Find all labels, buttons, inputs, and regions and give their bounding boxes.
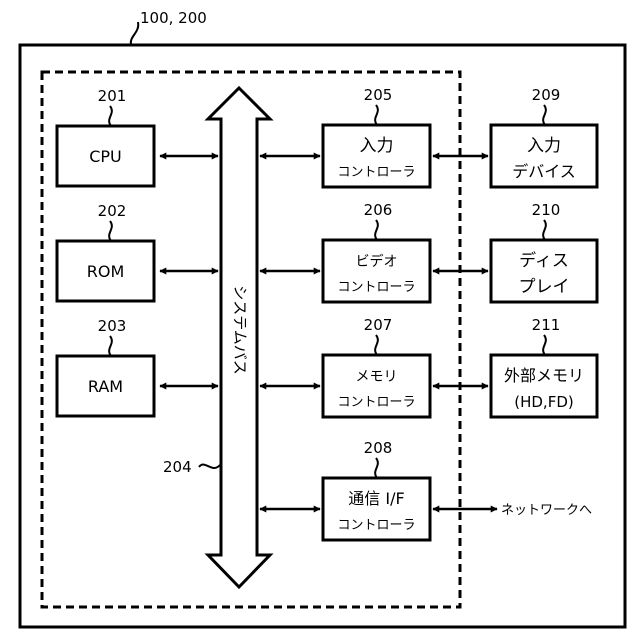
comm-if-controller-line1: 通信 I/F xyxy=(348,489,404,508)
external-memory-ref-leader xyxy=(543,335,546,355)
comm-if-controller: 通信 I/F コントローラ 208 xyxy=(323,439,430,540)
external-memory-line2: (HD,FD) xyxy=(514,393,573,411)
video-controller-line2: コントローラ xyxy=(337,280,415,295)
comm-if-controller-ref-label: 208 xyxy=(364,439,393,457)
memory-controller-ref-leader xyxy=(375,335,378,355)
input-device-ref-label: 209 xyxy=(532,86,561,104)
cpu-label: CPU xyxy=(89,147,122,166)
display-device-ref-leader xyxy=(543,220,546,240)
display-device-ref-label: 210 xyxy=(532,201,561,219)
input-device-line2: デバイス xyxy=(512,162,576,181)
input-controller-ref-leader xyxy=(375,105,378,125)
cpu-ref-leader xyxy=(109,106,112,126)
rom-ref-label: 202 xyxy=(98,202,127,220)
input-controller: 入力 コントローラ 205 xyxy=(323,86,430,187)
video-controller-line1: ビデオ xyxy=(356,253,398,270)
input-device-ref-leader xyxy=(543,105,546,125)
memory-controller-line2: コントローラ xyxy=(337,395,415,410)
rom-block: ROM 202 xyxy=(57,202,154,301)
ram-label: RAM xyxy=(88,377,123,396)
rom-label: ROM xyxy=(87,262,125,281)
cpu-ref-label: 201 xyxy=(98,87,127,105)
memory-controller: メモリ コントローラ 207 xyxy=(323,316,430,417)
video-controller: ビデオ コントローラ 206 xyxy=(323,201,430,302)
video-controller-ref-leader xyxy=(375,220,378,240)
ram-ref-label: 203 xyxy=(98,317,127,335)
memory-controller-ref-label: 207 xyxy=(364,316,393,334)
rom-ref-leader xyxy=(109,221,112,241)
input-controller-line1: 入力 xyxy=(360,136,394,156)
memory-controller-line1: メモリ xyxy=(356,369,398,385)
outer-ref-leader xyxy=(131,22,138,45)
input-controller-line2: コントローラ xyxy=(337,165,415,180)
system-bus-label: システムバス xyxy=(231,285,249,375)
outer-ref-label: 100, 200 xyxy=(140,9,207,27)
display-device-line1: ディス xyxy=(519,250,569,271)
input-controller-ref-label: 205 xyxy=(364,86,393,104)
comm-if-controller-ref-leader xyxy=(375,458,378,478)
external-memory-ref-label: 211 xyxy=(532,316,561,334)
cpu-block: CPU 201 xyxy=(57,87,154,186)
ram-block: RAM 203 xyxy=(57,317,154,416)
display-device: ディス プレイ 210 xyxy=(491,201,597,302)
comm-if-controller-line2: コントローラ xyxy=(337,518,415,533)
input-device: 入力 デバイス 209 xyxy=(491,86,597,187)
video-controller-ref-label: 206 xyxy=(364,201,393,219)
external-memory-device: 外部メモリ (HD,FD) 211 xyxy=(491,316,597,417)
bus-ref-leader xyxy=(199,465,220,468)
external-memory-line1: 外部メモリ xyxy=(504,366,584,385)
bus-ref-label: 204 xyxy=(163,458,192,476)
ram-ref-leader xyxy=(109,336,112,356)
display-device-line2: プレイ xyxy=(519,277,570,297)
input-device-line1: 入力 xyxy=(527,136,561,156)
network-label: ネットワークへ xyxy=(501,503,592,518)
